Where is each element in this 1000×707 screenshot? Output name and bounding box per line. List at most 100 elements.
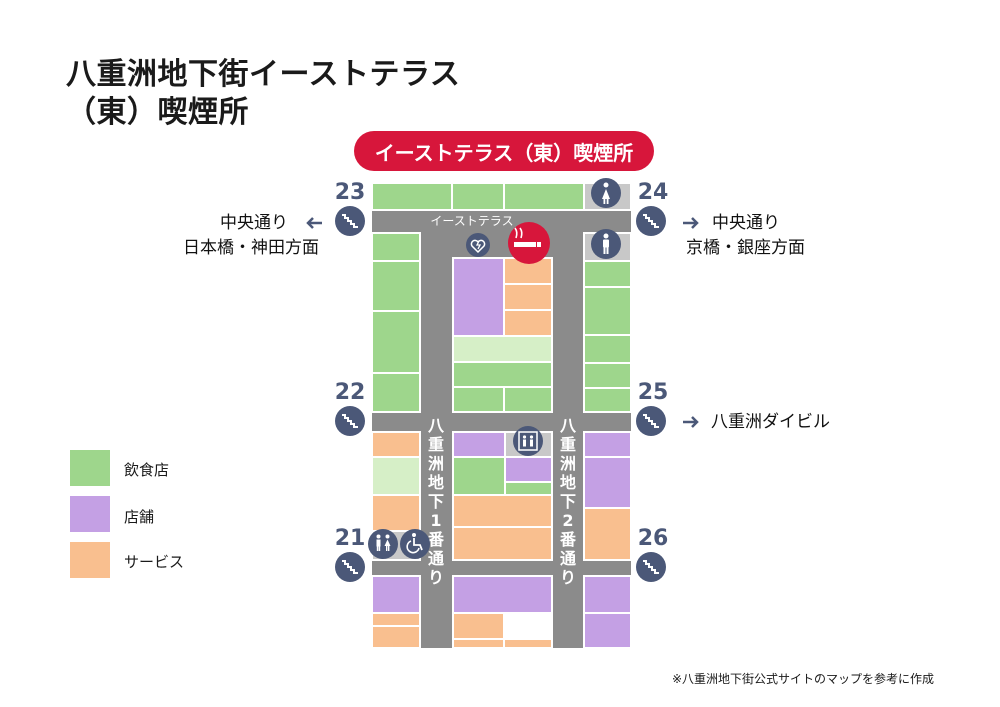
street2-label-char: 2: [562, 511, 573, 530]
accessible-icon: [400, 529, 430, 559]
title-line-1: 八重洲地下街イーストテラス: [66, 57, 461, 92]
exit-number-22: 22: [334, 380, 366, 405]
smoking-area-banner: イーストテラス（東）喫煙所: [354, 131, 654, 171]
shop-block[interactable]: [452, 456, 506, 496]
exit-number-26: 26: [637, 526, 669, 551]
page-title: 八重洲地下街イーストテラス （東）喫煙所: [66, 56, 460, 132]
street1-label-char: 下: [428, 492, 444, 511]
street2-label-char: 重: [560, 435, 576, 454]
shop-block[interactable]: [583, 334, 632, 364]
shop-block[interactable]: [371, 260, 421, 312]
shop-block[interactable]: [371, 575, 421, 614]
source-note: ※八重洲地下街公式サイトのマップを参考に作成: [672, 672, 935, 686]
shop-block[interactable]: [583, 456, 632, 509]
street2-label-char: 八: [559, 416, 577, 435]
street2-label-char: 通: [560, 549, 576, 568]
service-block[interactable]: [371, 612, 421, 627]
arrow-left-icon: [306, 217, 322, 229]
womens-restroom-icon: [591, 178, 621, 208]
stairs-icon[interactable]: [635, 405, 667, 437]
legend-label-restaurant: 飲食店: [124, 461, 170, 479]
legend-label-shop: 店舗: [124, 508, 155, 526]
service-block[interactable]: [452, 612, 505, 640]
legend-swatch-shop: [70, 496, 110, 532]
service-block[interactable]: [371, 625, 421, 649]
street1-label-char: 地: [428, 473, 444, 492]
shop-block[interactable]: [371, 310, 421, 374]
street2-label-char: り: [560, 568, 576, 587]
shop-block[interactable]: [371, 372, 421, 413]
street2-label-char: 番: [559, 530, 577, 549]
street1-label-char: 洲: [428, 454, 444, 473]
stairs-icon[interactable]: [334, 205, 366, 237]
service-block[interactable]: [371, 431, 421, 458]
exit-24-direction-line2: 京橋・銀座方面: [686, 238, 805, 258]
shop-block[interactable]: [583, 575, 632, 614]
shop-block[interactable]: [504, 456, 553, 483]
exit-number-24: 24: [637, 180, 669, 205]
shop-block[interactable]: [452, 257, 505, 337]
shop-block[interactable]: [583, 260, 632, 288]
exit-25-direction-line1: 八重洲ダイビル: [711, 412, 830, 432]
shop-block[interactable]: [452, 386, 505, 413]
stairs-icon[interactable]: [635, 551, 667, 583]
restroom-icon: [368, 529, 398, 559]
elevator-icon: [513, 426, 543, 456]
street2-label-char: 洲: [560, 454, 576, 473]
arrow-right-icon: [683, 416, 699, 428]
exit-23-direction-line1: 中央通り: [220, 213, 288, 233]
service-block[interactable]: [503, 283, 553, 311]
service-block[interactable]: [452, 494, 553, 528]
stairs-icon[interactable]: [334, 551, 366, 583]
legend-swatch-restaurant: [70, 450, 110, 486]
shop-block[interactable]: [503, 386, 553, 413]
legend-swatch-service: [70, 542, 110, 578]
shop-block[interactable]: [371, 456, 421, 496]
shop-block[interactable]: [583, 612, 632, 649]
street1-label-char: 1: [430, 511, 441, 530]
exit-number-25: 25: [637, 380, 669, 405]
aed-icon: [466, 233, 490, 257]
service-block[interactable]: [452, 638, 505, 649]
shop-block[interactable]: [583, 362, 632, 389]
stairs-icon[interactable]: [635, 205, 667, 237]
service-block[interactable]: [452, 526, 553, 561]
shop-block[interactable]: [371, 182, 453, 211]
arrow-right-icon: [683, 217, 699, 229]
title-line-2: （東）喫煙所: [66, 95, 249, 130]
service-block[interactable]: [583, 507, 632, 561]
shop-block[interactable]: [452, 335, 553, 363]
shop-block[interactable]: [583, 431, 632, 458]
stairs-icon[interactable]: [334, 405, 366, 437]
street2-label-char: 下: [560, 492, 576, 511]
street1-label-char: 八: [427, 416, 445, 435]
shop-block[interactable]: [451, 182, 505, 211]
exit-23-direction-line2: 日本橋・神田方面: [183, 238, 319, 258]
corridor-label: イーストテラス: [430, 214, 513, 228]
shop-block[interactable]: [583, 387, 632, 413]
shop-block[interactable]: [452, 575, 553, 614]
exit-number-23: 23: [334, 180, 366, 205]
shop-block[interactable]: [583, 286, 632, 336]
street1-label-char: 通: [428, 549, 444, 568]
service-block[interactable]: [371, 494, 421, 532]
shop-block[interactable]: [371, 232, 421, 262]
service-block[interactable]: [503, 309, 553, 337]
smoking-icon[interactable]: [508, 222, 550, 264]
street1-label-char: 番: [427, 530, 445, 549]
legend-label-service: サービス: [124, 553, 185, 571]
shop-block[interactable]: [452, 361, 553, 388]
shop-block[interactable]: [452, 431, 506, 458]
exit-24-direction-line1: 中央通り: [712, 213, 780, 233]
exit-number-21: 21: [334, 526, 366, 551]
street1-label-char: り: [428, 568, 444, 587]
street2-label-char: 地: [560, 473, 576, 492]
service-block[interactable]: [503, 638, 553, 649]
shop-block[interactable]: [504, 481, 553, 496]
street1-label-char: 重: [428, 435, 444, 454]
shop-block[interactable]: [503, 182, 585, 211]
mens-restroom-icon: [591, 229, 621, 259]
